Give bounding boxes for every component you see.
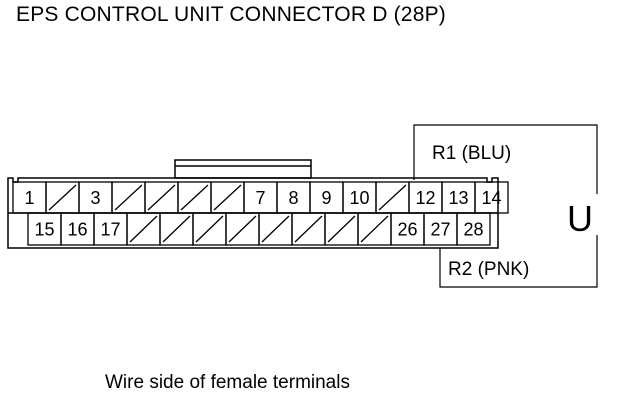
terminal-16: 16 bbox=[60, 212, 95, 246]
terminal-17: 17 bbox=[93, 212, 128, 246]
terminal-empty bbox=[324, 212, 359, 246]
unused-terminal-slash bbox=[162, 215, 191, 243]
terminal-empty bbox=[144, 181, 179, 214]
terminal-15: 15 bbox=[27, 212, 62, 246]
terminal-number: 1 bbox=[24, 188, 34, 208]
terminal-number: 17 bbox=[100, 220, 120, 240]
terminal-number: 26 bbox=[397, 220, 417, 240]
terminal-3: 3 bbox=[78, 181, 113, 214]
unused-terminal-slash bbox=[378, 184, 407, 211]
unused-terminal-slash bbox=[213, 184, 242, 211]
unused-terminal-slash bbox=[261, 215, 290, 243]
terminal-number: 28 bbox=[463, 220, 483, 240]
r2-label: R2 (PNK) bbox=[448, 259, 529, 280]
unused-terminal-slash bbox=[360, 215, 389, 243]
r2-callout bbox=[439, 235, 598, 288]
terminal-empty bbox=[159, 212, 194, 246]
unused-terminal-slash bbox=[129, 215, 158, 243]
diagram-caption: Wire side of female terminals bbox=[105, 372, 350, 393]
unused-terminal-slash bbox=[114, 184, 143, 211]
terminal-14: 14 bbox=[474, 181, 509, 214]
terminal-13: 13 bbox=[441, 181, 476, 214]
unused-terminal-slash bbox=[48, 184, 77, 211]
terminal-empty bbox=[291, 212, 326, 246]
terminal-empty bbox=[192, 212, 227, 246]
terminal-empty bbox=[111, 181, 146, 214]
terminal-26: 26 bbox=[390, 212, 425, 246]
terminal-12: 12 bbox=[408, 181, 443, 214]
terminal-number: 8 bbox=[288, 188, 298, 208]
terminal-empty bbox=[258, 212, 293, 246]
terminal-28: 28 bbox=[456, 212, 491, 246]
terminal-number: 16 bbox=[67, 220, 87, 240]
terminal-number: 27 bbox=[430, 220, 450, 240]
terminal-number: 15 bbox=[34, 220, 54, 240]
unused-terminal-slash bbox=[294, 215, 323, 243]
unused-terminal-slash bbox=[195, 215, 224, 243]
unused-terminal-slash bbox=[327, 215, 356, 243]
terminal-27: 27 bbox=[423, 212, 458, 246]
terminal-number: 7 bbox=[255, 188, 265, 208]
unused-terminal-slash bbox=[228, 215, 257, 243]
terminal-number: 10 bbox=[349, 188, 369, 208]
terminal-8: 8 bbox=[276, 181, 311, 214]
r1-label: R1 (BLU) bbox=[432, 143, 511, 164]
diagram-title: EPS CONTROL UNIT CONNECTOR D (28P) bbox=[16, 3, 446, 26]
terminal-number: 12 bbox=[415, 188, 435, 208]
terminal-number: 3 bbox=[90, 188, 100, 208]
bottom-row-cells: 15 16 17 26 27 28 bbox=[27, 212, 491, 246]
terminal-empty bbox=[357, 212, 392, 246]
terminal-number: 14 bbox=[481, 188, 501, 208]
terminal-empty bbox=[177, 181, 212, 214]
unused-terminal-slash bbox=[180, 184, 209, 211]
terminal-empty bbox=[375, 181, 410, 214]
unused-terminal-slash bbox=[147, 184, 176, 211]
terminal-empty bbox=[225, 212, 260, 246]
u-symbol: U bbox=[567, 198, 593, 239]
terminal-empty bbox=[126, 212, 161, 246]
terminal-number: 13 bbox=[448, 188, 468, 208]
terminal-empty bbox=[210, 181, 245, 214]
terminal-number: 9 bbox=[321, 188, 331, 208]
terminal-1: 1 bbox=[12, 181, 47, 214]
terminal-10: 10 bbox=[342, 181, 377, 214]
r1-callout bbox=[413, 124, 598, 194]
terminal-9: 9 bbox=[309, 181, 344, 214]
terminal-7: 7 bbox=[243, 181, 278, 214]
terminal-empty bbox=[45, 181, 80, 214]
